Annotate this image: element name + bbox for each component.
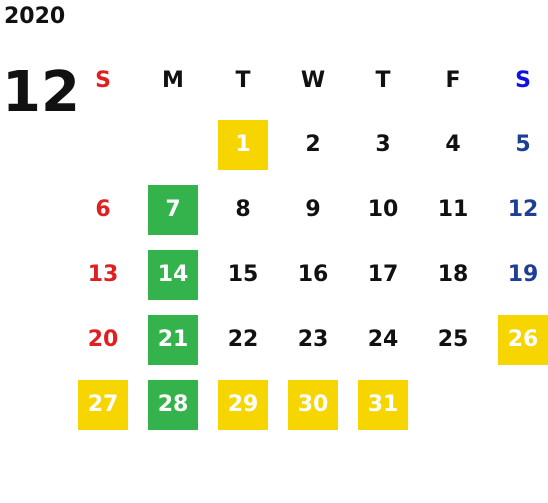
day-cell[interactable]: 14 [138,242,208,307]
day-cell[interactable]: 15 [208,242,278,307]
day-number: 10 [367,197,399,222]
day-number: 14 [148,249,198,300]
month-label: 12 [2,60,80,125]
day-cell[interactable]: 17 [348,242,418,307]
day-cell[interactable]: 9 [278,177,348,242]
day-number: 1 [218,119,268,170]
day-number: 19 [507,262,539,287]
weekday-header-thu: T [375,67,391,93]
day-number: 25 [437,327,469,352]
day-number: 23 [297,327,329,352]
day-cell[interactable]: 2 [278,112,348,177]
day-number: 16 [297,262,329,287]
day-cell[interactable]: 4 [418,112,488,177]
weekday-header-fri: F [445,67,461,93]
weekday-header-sun: S [95,67,111,93]
day-number: 22 [227,327,259,352]
empty-day-cell [68,112,138,177]
day-cell[interactable]: 1 [208,112,278,177]
day-cell[interactable]: 20 [68,307,138,372]
day-cell[interactable]: 27 [68,372,138,437]
day-cell[interactable]: 24 [348,307,418,372]
day-cell[interactable]: 23 [278,307,348,372]
day-cell[interactable]: 3 [348,112,418,177]
day-number: 11 [437,197,469,222]
empty-day-cell [138,112,208,177]
day-cell[interactable]: 10 [348,177,418,242]
year-label: 2020 [4,4,66,29]
day-number: 26 [498,314,548,365]
day-number: 4 [445,132,461,157]
weekday-header-wed: W [300,67,326,93]
day-cell[interactable]: 28 [138,372,208,437]
day-number: 15 [227,262,259,287]
day-number: 13 [87,262,119,287]
day-number: 17 [367,262,399,287]
day-number: 5 [515,132,531,157]
day-cell[interactable]: 12 [488,177,548,242]
day-cell[interactable]: 7 [138,177,208,242]
day-cell[interactable]: 8 [208,177,278,242]
day-cell[interactable]: 25 [418,307,488,372]
day-cell[interactable]: 21 [138,307,208,372]
day-cell[interactable]: 18 [418,242,488,307]
day-number: 3 [375,132,391,157]
day-number: 30 [288,379,338,430]
day-cell[interactable]: 29 [208,372,278,437]
day-number: 31 [358,379,408,430]
day-number: 8 [235,197,251,222]
day-number: 12 [507,197,539,222]
day-number: 18 [437,262,469,287]
day-number: 27 [78,379,128,430]
day-number: 6 [95,197,111,222]
day-number: 29 [218,379,268,430]
day-cell[interactable]: 11 [418,177,488,242]
day-number: 2 [305,132,321,157]
day-cell[interactable]: 30 [278,372,348,437]
day-cell[interactable]: 6 [68,177,138,242]
day-cell[interactable]: 13 [68,242,138,307]
day-cell[interactable]: 31 [348,372,418,437]
day-number: 28 [148,379,198,430]
weekday-header-sat: S [515,67,531,93]
day-number: 7 [148,184,198,235]
weekday-header-tue: T [235,67,251,93]
day-cell[interactable]: 22 [208,307,278,372]
day-number: 21 [148,314,198,365]
day-cell[interactable]: 26 [488,307,548,372]
day-number: 24 [367,327,399,352]
day-cell[interactable]: 16 [278,242,348,307]
day-cell[interactable]: 5 [488,112,548,177]
day-number: 20 [87,327,119,352]
weekday-header-mon: M [162,67,184,93]
day-cell[interactable]: 19 [488,242,548,307]
day-number: 9 [305,197,321,222]
